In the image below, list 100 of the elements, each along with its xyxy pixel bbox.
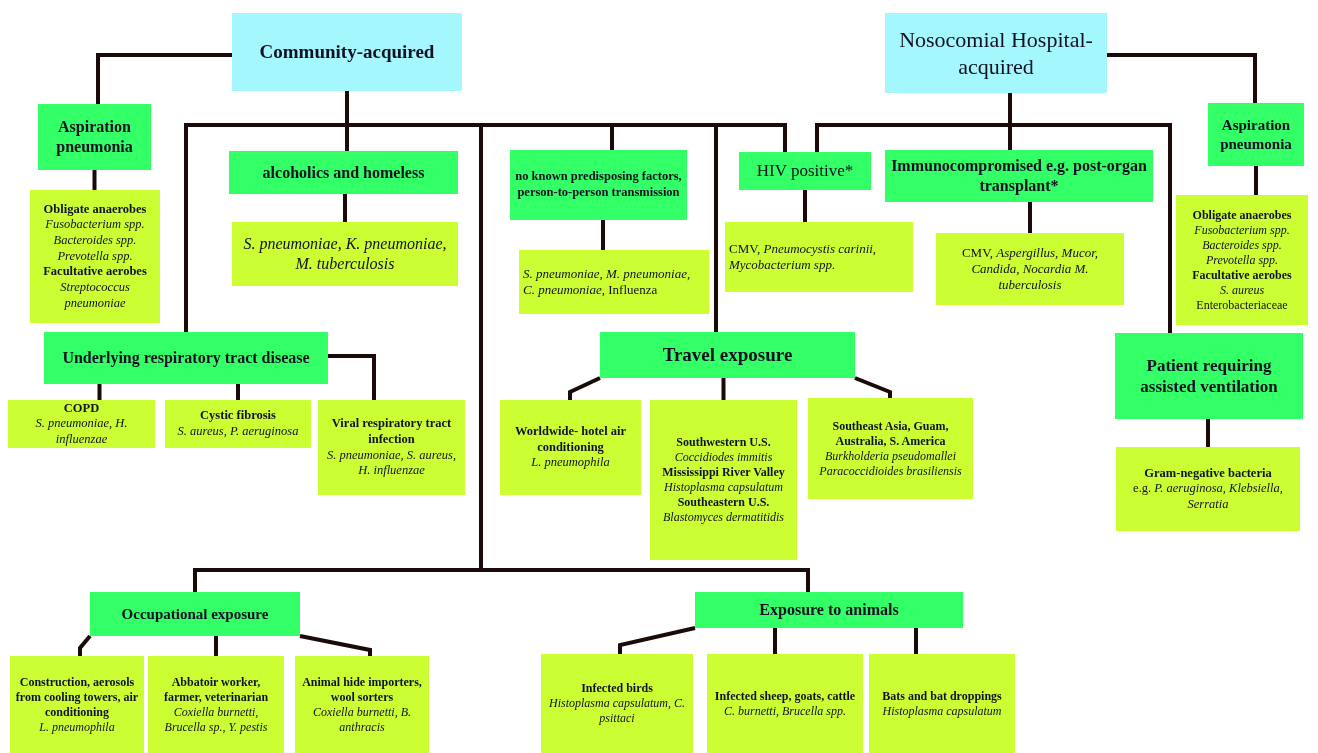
- condition-label: Infected sheep, goats, cattle: [713, 688, 857, 704]
- condition-label: Worldwide- hotel air conditioning: [513, 424, 628, 456]
- condition-label: Infected birds: [580, 681, 654, 696]
- condition-label: Community-acquired: [258, 40, 436, 64]
- condition-label: no known predisposing factors, person-to-person transmission: [514, 169, 683, 201]
- condition-label: Occupational exposure: [120, 604, 270, 624]
- condition-label: Gram-negative bacteria: [1143, 465, 1273, 482]
- pathogen-text: Streptococcus pneumoniae: [59, 279, 131, 312]
- pathogen-box: [10, 656, 144, 753]
- condition-box: [1208, 103, 1304, 166]
- pathogen-box: [707, 654, 863, 753]
- pathogen-text: S. pneumoniae, H. influenzae: [34, 416, 129, 448]
- condition-label: Patient requiring assisted ventilation: [1139, 354, 1279, 398]
- pathogen-text: Histoplasma capsulatum: [663, 480, 784, 495]
- condition-box: [90, 592, 300, 636]
- pathogen-text: S. pneumoniae, K. pneumoniae, M. tuberculosis: [242, 234, 448, 274]
- connector-line: [97, 384, 102, 400]
- condition-label: Abbatoir worker, farmer, veterinarian: [162, 674, 270, 705]
- condition-box: [600, 332, 855, 378]
- condition-box: [1115, 333, 1303, 419]
- condition-label: Obligate anaerobes: [42, 201, 148, 218]
- condition-label: Exposure to animals: [758, 600, 900, 620]
- connector-line: [854, 376, 892, 398]
- pathogen-box: [519, 250, 709, 314]
- pathogen-text: e.g. P. aeruginosa, Klebsiella, Serratia: [1132, 481, 1284, 513]
- pathogen-text: Prevotella spp.: [1204, 252, 1280, 268]
- condition-box: [739, 152, 871, 190]
- pathogen-box: [541, 654, 693, 753]
- pathogen-box: [30, 190, 160, 323]
- connector-line: [299, 634, 372, 656]
- pathogen-text: S. pneumoniae, S. aureus, H. influenzae: [325, 447, 457, 479]
- pathogen-text: Coccidiodes immitis: [673, 450, 774, 465]
- connector-line: [1206, 419, 1210, 447]
- pathogen-text: Prevotella spp.: [56, 248, 134, 265]
- pathogen-text: Histoplasma capsulatum: [881, 703, 1003, 719]
- connector-line: [773, 628, 777, 654]
- connector-line: [601, 220, 605, 250]
- pathogen-text: Burkholderia pseudomallei: [824, 448, 957, 464]
- condition-label: Southwestern U.S.: [675, 435, 772, 450]
- pathogen-box: [318, 400, 465, 495]
- condition-label: Travel exposure: [661, 343, 794, 367]
- pathogen-box: [936, 233, 1124, 305]
- pathogen-text: Histoplasma capsulatum, C. psittaci: [548, 696, 686, 726]
- category-box: [885, 13, 1107, 93]
- condition-label: Obligate anaerobes: [1191, 207, 1293, 223]
- condition-label: Mississippi River Valley: [661, 465, 786, 480]
- condition-label: Southeastern U.S.: [676, 495, 771, 510]
- connector-line: [343, 194, 347, 222]
- pathogen-box: [650, 400, 797, 560]
- connector-line: [914, 628, 918, 654]
- condition-box: [510, 150, 687, 220]
- pathogen-box: [725, 222, 913, 292]
- connector-line: [78, 634, 92, 656]
- pathogen-text: Coxiella burnetti, B. anthracis: [312, 704, 412, 735]
- connector-line: [214, 636, 218, 656]
- condition-label: Viral respiratory tract infection: [330, 416, 453, 448]
- pathogen-box: [1116, 447, 1300, 531]
- pathogen-text: CMV, Aspergillus, Mucor, Candida, Nocardia M. tuberculosis: [960, 244, 1100, 294]
- pathogen-box: [1176, 195, 1308, 325]
- pathogen-box: [232, 222, 458, 286]
- condition-label: Southeast Asia, Guam, Australia, S. America: [831, 418, 950, 449]
- condition-label: Bats and bat droppings: [881, 688, 1003, 704]
- pathogen-text: Enterobacteriaceae: [1195, 297, 1289, 313]
- pathogen-box: [165, 400, 311, 448]
- pathogen-box: [808, 398, 973, 499]
- pathogen-box: [148, 656, 284, 753]
- pathogen-text: Paracoccidioides brasiliensis: [818, 463, 963, 479]
- condition-box: [229, 151, 458, 194]
- condition-label: Aspiration pneumonia: [1219, 115, 1293, 154]
- connector-line: [236, 384, 240, 400]
- pathogen-box: [500, 400, 641, 495]
- pathogen-text: Blastomyces dermatitidis: [662, 510, 785, 525]
- category-box: [232, 13, 462, 91]
- pathogen-text: HIV positive*: [755, 160, 855, 182]
- condition-box: [695, 592, 963, 628]
- condition-label: Underlying respiratory tract disease: [61, 348, 311, 368]
- connector-line: [1107, 53, 1257, 103]
- connector-line: [96, 53, 232, 104]
- condition-label: Facultative aerobes: [1191, 267, 1293, 283]
- pathogen-text: Bacteroides spp.: [52, 233, 138, 249]
- condition-label: Facultative aerobes: [42, 264, 148, 280]
- connector-line: [618, 626, 696, 654]
- connector-line: [568, 376, 601, 400]
- pathogen-text: CMV, Pneumocystis carinii, Mycobacterium spp.: [729, 240, 878, 274]
- connector-line: [92, 170, 97, 190]
- pathogen-text: Nosocomial Hospital-acquired: [898, 25, 1094, 81]
- condition-label: Animal hide importers, wool sorters: [301, 674, 423, 705]
- pathogen-text: Fusobacterium spp.: [44, 217, 146, 234]
- condition-label: Aspiration pneumonia: [55, 117, 134, 157]
- condition-label: Construction, aerosols from cooling towers, air conditioning: [14, 674, 140, 720]
- pathogen-text: Bacteroides spp.: [1201, 237, 1283, 253]
- pathogen-text: L. pneumophila: [38, 719, 116, 735]
- pathogen-text: Coxiella burnetti, Brucella sp., Y. pestis: [163, 704, 269, 735]
- connector-line: [721, 378, 726, 400]
- pathogen-box: [295, 656, 429, 753]
- pathogen-text: S. pneumoniae, M. pneumoniae, C. pneumoniae, Influenza: [523, 265, 692, 299]
- connector-line: [1028, 202, 1032, 233]
- pathogen-text: L. pneumophila: [530, 455, 611, 471]
- pathogen-text: Fusobacterium spp.: [1193, 222, 1291, 238]
- condition-label: COPD: [62, 400, 101, 417]
